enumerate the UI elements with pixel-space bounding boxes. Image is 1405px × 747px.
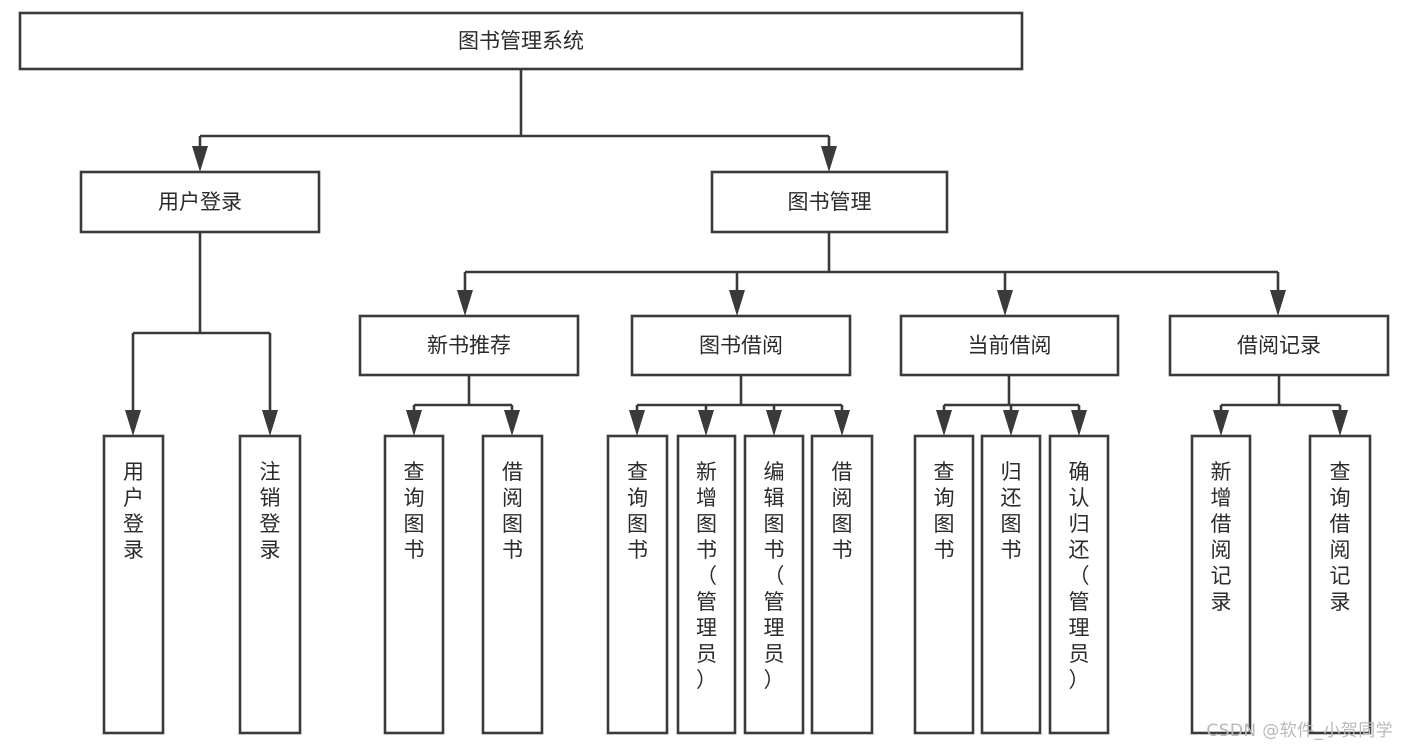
node-leaf-edit-book[interactable]: 编辑图书（管理员） [743,434,805,735]
node-leaf-user-logout-label: 注销登录 [260,460,281,562]
node-book-manage[interactable]: 图书管理 [710,170,949,234]
node-leaf-query-record-box[interactable] [1308,434,1372,735]
arrow-leaf-query-record [1332,410,1348,436]
node-leaf-query-record-label: 查询借阅记录 [1330,460,1351,614]
node-leaf-confirm-return[interactable]: 确认归还（管理员） [1048,434,1110,735]
node-leaf-user-login-label: 用户登录 [123,460,144,562]
node-leaf-query-book-1-label: 查询图书 [404,460,425,562]
arrow-book-manage [821,146,837,172]
node-borrow-record-label: 借阅记录 [1237,334,1321,358]
arrow-leaf-user-logout [262,410,278,436]
arrow-leaf-borrow-book-1 [504,410,520,436]
arrow-leaf-return-book [1003,410,1019,436]
node-book-borrow-box[interactable] [630,314,852,377]
node-new-book-recommend-box[interactable] [358,314,580,377]
node-leaf-borrow-book-1-box[interactable] [481,434,544,735]
node-borrow-record-box[interactable] [1168,314,1390,377]
arrow-leaf-add-book [698,410,714,436]
node-root-system-box[interactable] [18,11,1024,71]
node-leaf-user-login[interactable]: 用户登录 [102,434,165,735]
node-leaf-query-book-2-box[interactable] [606,434,669,735]
arrow-leaf-query-book-1 [406,410,422,436]
node-user-login-label: 用户登录 [158,190,242,214]
node-leaf-query-book-2-label: 查询图书 [627,460,648,562]
node-leaf-add-record-box[interactable] [1190,434,1252,735]
arrow-leaf-query-book-2 [629,410,645,436]
node-book-manage-label: 图书管理 [788,190,872,214]
node-leaf-add-record-label: 新增借阅记录 [1211,460,1232,614]
node-book-borrow[interactable]: 图书借阅 [630,314,852,377]
arrow-current-borrow [997,290,1013,316]
node-current-borrow-label: 当前借阅 [968,334,1052,358]
node-new-book-recommend-label: 新书推荐 [427,334,511,358]
node-leaf-return-book[interactable]: 归还图书 [980,434,1042,735]
node-leaf-borrow-book-1[interactable]: 借阅图书 [481,434,544,735]
node-leaf-borrow-book-2[interactable]: 借阅图书 [810,434,874,735]
node-leaf-add-record[interactable]: 新增借阅记录 [1190,434,1252,735]
node-leaf-query-book-1-box[interactable] [383,434,445,735]
node-leaf-edit-book-box[interactable] [743,434,805,735]
node-leaf-query-book-2[interactable]: 查询图书 [606,434,669,735]
arrow-leaf-borrow-book-2 [834,410,850,436]
node-new-book-recommend[interactable]: 新书推荐 [358,314,580,377]
node-leaf-edit-book-label: 编辑图书（管理员） [764,460,785,692]
arrow-new-book-recommend [457,290,473,316]
node-leaf-borrow-book-1-label: 借阅图书 [502,460,523,562]
node-leaf-confirm-return-box[interactable] [1048,434,1110,735]
node-root-system[interactable]: 图书管理系统 [18,11,1024,71]
node-leaf-add-book[interactable]: 新增图书（管理员） [676,434,737,735]
arrow-leaf-query-book-3 [936,410,952,436]
node-leaf-query-book-3[interactable]: 查询图书 [913,434,975,735]
node-leaf-add-book-label: 新增图书（管理员） [696,460,717,692]
node-layer: 图书管理系统用户登录图书管理新书推荐图书借阅当前借阅借阅记录用户登录注销登录查询… [18,11,1390,735]
arrow-user-login [192,146,208,172]
node-leaf-confirm-return-label: 确认归还（管理员） [1069,460,1090,692]
node-leaf-query-record[interactable]: 查询借阅记录 [1308,434,1372,735]
node-current-borrow-box[interactable] [899,314,1120,377]
node-leaf-return-book-box[interactable] [980,434,1042,735]
node-root-system-label: 图书管理系统 [458,29,584,53]
arrow-leaf-edit-book [766,410,782,436]
node-leaf-user-login-box[interactable] [102,434,165,735]
node-leaf-borrow-book-2-label: 借阅图书 [832,460,853,562]
node-book-manage-box[interactable] [710,170,949,234]
node-leaf-return-book-label: 归还图书 [1001,460,1022,562]
arrow-leaf-confirm-return [1071,410,1087,436]
node-leaf-query-book-1[interactable]: 查询图书 [383,434,445,735]
connector-layer [125,69,1348,436]
arrow-leaf-user-login [125,410,141,436]
arrow-book-borrow [729,290,745,316]
node-leaf-add-book-box[interactable] [676,434,737,735]
node-book-borrow-label: 图书借阅 [699,334,783,358]
node-leaf-user-logout[interactable]: 注销登录 [238,434,302,735]
node-borrow-record[interactable]: 借阅记录 [1168,314,1390,377]
arrow-leaf-add-record [1213,410,1229,436]
node-leaf-borrow-book-2-box[interactable] [810,434,874,735]
node-leaf-user-logout-box[interactable] [238,434,302,735]
node-current-borrow[interactable]: 当前借阅 [899,314,1120,377]
node-user-login-box[interactable] [79,170,321,234]
node-leaf-query-book-3-label: 查询图书 [934,460,955,562]
node-leaf-query-book-3-box[interactable] [913,434,975,735]
node-user-login[interactable]: 用户登录 [79,170,321,234]
arrow-borrow-record [1270,290,1286,316]
